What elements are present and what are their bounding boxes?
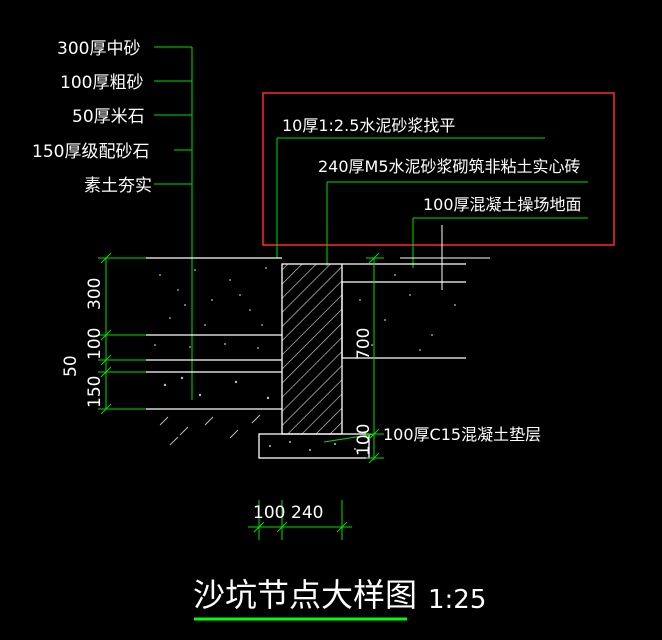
left-label-medium-sand: 300厚中砂 xyxy=(57,39,140,59)
left-dimension-chain xyxy=(98,252,146,415)
box-leaders xyxy=(276,137,588,268)
left-label-rice-stone: 50厚米石 xyxy=(72,107,145,127)
box-label-screed: 10厚1:2.5水泥砂浆找平 xyxy=(282,116,455,135)
box-label-brick-wall: 240厚M5水泥砂浆砌筑非粘土实心砖 xyxy=(318,157,581,176)
concrete-footing xyxy=(258,433,370,459)
dim-left-150: 150 xyxy=(85,376,105,408)
bottom-dimension-chain xyxy=(248,500,352,540)
crosshair-mark xyxy=(400,225,490,290)
dim-right-100: 100 xyxy=(354,424,374,456)
ground-stipple xyxy=(359,274,456,351)
drawing-scale: 1:25 xyxy=(428,585,486,615)
highlight-box xyxy=(262,92,615,246)
box-label-concrete-ground: 100厚混凝土操场地面 xyxy=(423,195,582,214)
left-leaders xyxy=(154,46,193,400)
left-label-compacted-soil: 素土夯实 xyxy=(84,176,152,196)
dim-left-100: 100 xyxy=(85,328,105,360)
dim-right-700: 700 xyxy=(354,328,374,360)
left-label-coarse-sand: 100厚粗砂 xyxy=(60,73,143,93)
dim-left-50: 50 xyxy=(61,355,81,377)
dim-bottom-100: 100 xyxy=(253,503,285,523)
playground-ground xyxy=(341,263,466,359)
right-dimension-chain xyxy=(323,252,384,464)
drawing-title: 沙坑节点大样图 xyxy=(193,576,417,614)
sand-pit-layers xyxy=(146,257,282,410)
bottom-label-concrete-cushion: 100厚C15混凝土垫层 xyxy=(383,425,541,444)
sand-stipple xyxy=(154,267,270,400)
compacted-soil-hatch xyxy=(159,414,261,446)
dim-bottom-240: 240 xyxy=(291,503,323,523)
brick-wall xyxy=(281,263,343,435)
left-label-graded-gravel: 150厚级配砂石 xyxy=(32,142,149,162)
dim-left-300: 300 xyxy=(85,278,105,310)
footing-stipple xyxy=(269,441,356,451)
